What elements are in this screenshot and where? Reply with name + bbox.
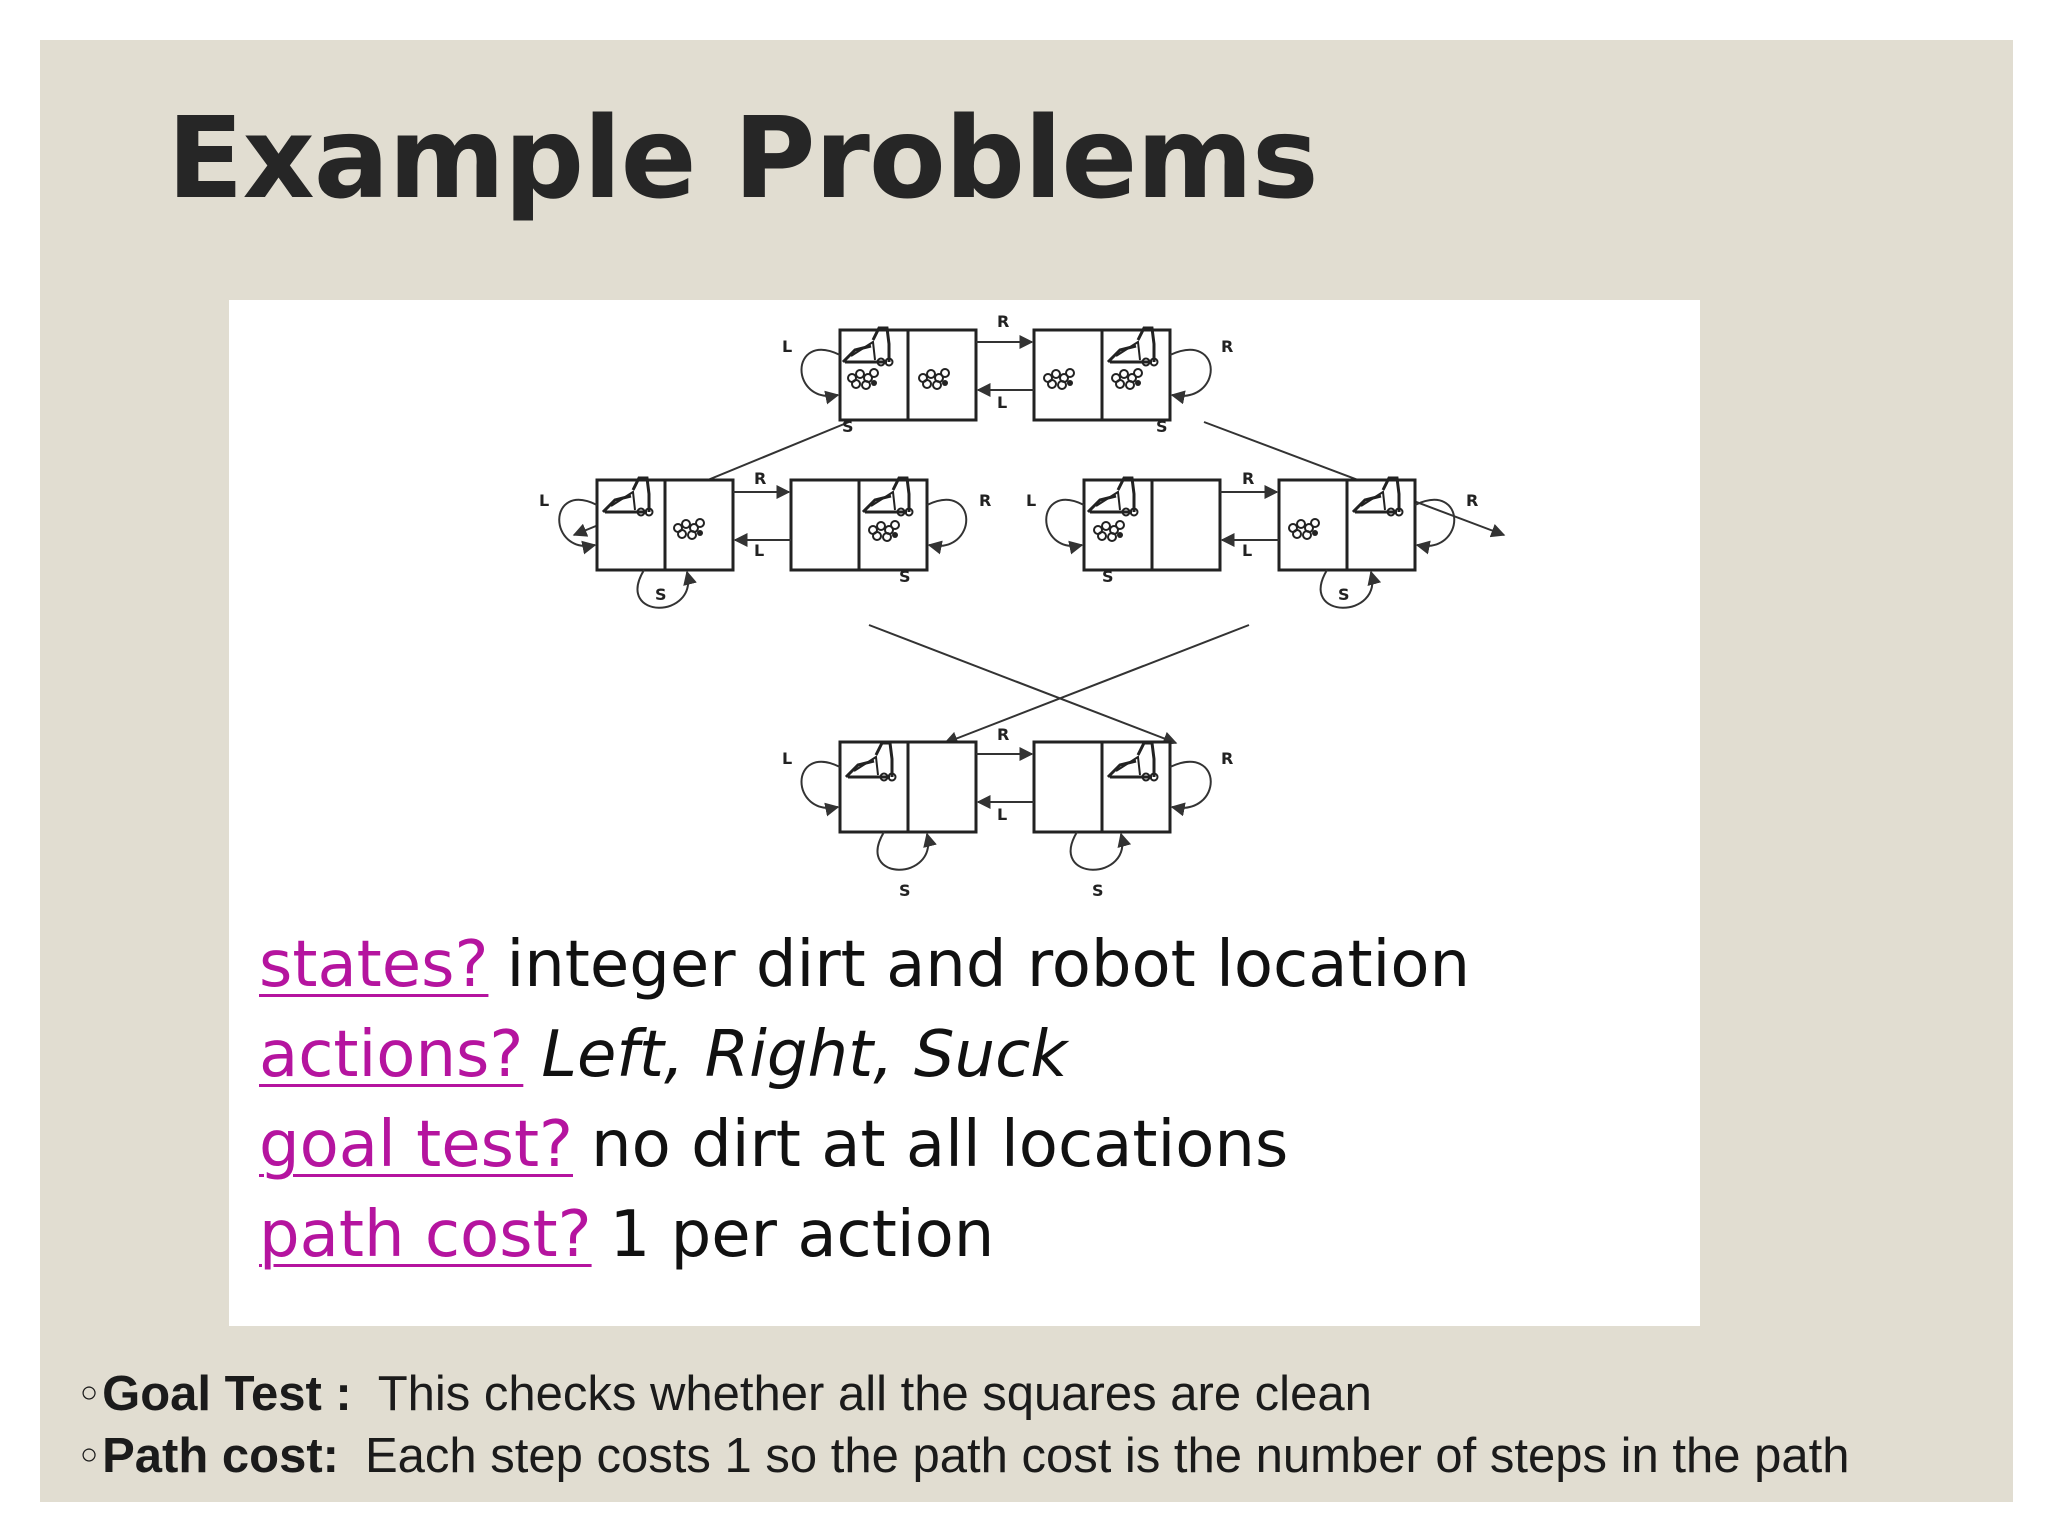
states-link[interactable]: states? [259, 928, 489, 1002]
goal-test-value: no dirt at all locations [591, 1108, 1289, 1182]
bullet-text: This checks whether all the squares are … [377, 1367, 1372, 1421]
svg-text:R: R [1466, 491, 1478, 510]
state-space-diagram: R L L R S S R L R L L R L R S S S S R L [539, 312, 1506, 900]
slide-title: Example Problems [167, 94, 1319, 224]
goal-test-link[interactable]: goal test? [259, 1108, 573, 1182]
states-value: integer dirt and robot location [506, 928, 1471, 1002]
slide: Example Problems [40, 40, 2013, 1502]
bullet-list: ○Goal Test : This checks whether all the … [80, 1362, 1849, 1486]
bullet-marker-icon: ○ [80, 1376, 99, 1409]
path-cost-link[interactable]: path cost? [259, 1198, 592, 1272]
svg-text:L: L [539, 491, 549, 510]
svg-text:R: R [997, 725, 1009, 744]
bullet-term: Goal Test : [102, 1367, 352, 1421]
svg-text:R: R [997, 312, 1009, 331]
svg-text:L: L [754, 541, 764, 560]
svg-text:L: L [997, 805, 1007, 824]
bullet-text: Each step costs 1 so the path cost is th… [365, 1429, 1850, 1483]
svg-text:R: R [754, 469, 766, 488]
bullet-goal-test: ○Goal Test : This checks whether all the … [80, 1362, 1849, 1424]
qa-actions: actions?Left, Right, Suck [259, 1010, 1470, 1100]
state-8 [1032, 740, 1172, 834]
qa-path-cost: path cost?1 per action [259, 1190, 1470, 1280]
svg-text:L: L [1026, 491, 1036, 510]
svg-text:L: L [782, 749, 792, 768]
state-2 [1032, 326, 1172, 422]
actions-link[interactable]: actions? [259, 1018, 524, 1092]
qa-states: states?integer dirt and robot location [259, 920, 1470, 1010]
svg-text:L: L [1242, 541, 1252, 560]
qa-goal-test: goal test?no dirt at all locations [259, 1100, 1470, 1190]
svg-text:S: S [655, 585, 667, 604]
bullet-term: Path cost: [102, 1429, 339, 1483]
action-labels: R L L R S S R L R L L R L R S S S S R L [539, 312, 1478, 900]
svg-text:S: S [842, 417, 854, 436]
state-4 [789, 476, 929, 572]
state-7 [838, 740, 978, 834]
svg-text:L: L [997, 393, 1007, 412]
svg-text:S: S [1338, 585, 1350, 604]
svg-text:S: S [1102, 567, 1114, 586]
svg-text:S: S [899, 567, 911, 586]
svg-text:S: S [899, 881, 911, 900]
svg-text:L: L [782, 337, 792, 356]
svg-text:R: R [1221, 749, 1233, 768]
path-cost-value: 1 per action [609, 1198, 995, 1272]
state-3 [595, 476, 735, 572]
vacuum-world-figure: R L L R S S R L R L L R L R S S S S R L [229, 300, 1700, 1326]
problem-formulation: states?integer dirt and robot location a… [259, 920, 1470, 1280]
bullet-marker-icon: ○ [80, 1438, 99, 1471]
svg-text:R: R [1242, 469, 1254, 488]
state-1 [838, 326, 978, 422]
svg-text:S: S [1092, 881, 1104, 900]
actions-value: Left, Right, Suck [541, 1018, 1068, 1092]
state-6 [1277, 476, 1417, 572]
bullet-path-cost: ○Path cost: Each step costs 1 so the path… [80, 1424, 1849, 1486]
svg-text:S: S [1156, 417, 1168, 436]
transition-edges [572, 421, 1506, 746]
svg-text:R: R [979, 491, 991, 510]
state-5 [1082, 476, 1222, 572]
svg-text:R: R [1221, 337, 1233, 356]
